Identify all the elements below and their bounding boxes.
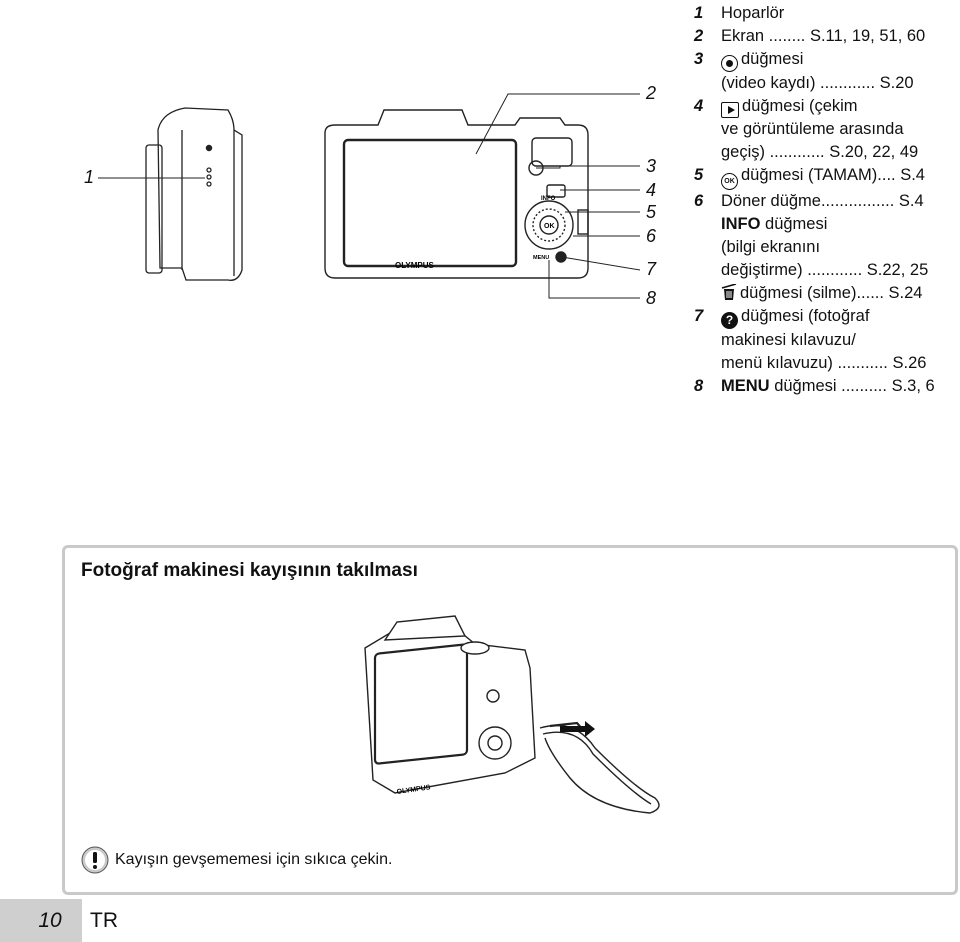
page-number: 10 [0,899,82,942]
warning-note: Kayışın gevşememesi için sıkıca çekin. [81,846,392,874]
part-item-info-line-3: değiştirme) ............ S.22, 25 [721,261,929,279]
callout-6: 6 [646,226,657,246]
playback-icon [721,102,739,118]
strap-attachment-illustration: OLYMPUS [355,608,675,828]
part-item-8: 8 MENU düğmesi .......... S.3, 6 [694,377,935,395]
part-item-7: 7 ?düğmesi (fotoğraf [694,307,870,329]
callout-3: 3 [646,156,656,176]
help-icon: ? [721,312,738,329]
part-item-7-line-2: makinesi kılavuzu/ [721,331,856,349]
warning-text: Kayışın gevşememesi için sıkıca çekin. [115,851,393,868]
callout-4: 4 [646,180,656,200]
part-item-trash: düğmesi (silme)...... S.24 [690,282,960,305]
part-item-3: 3 düğmesi [690,48,960,72]
part-item-4: 4 düğmesi (çekim [690,95,960,118]
ok-button-label: OK [544,223,555,230]
camera-parts-diagram: OLYMPUS INFO OK MENU 1 2 3 4 5 6 7 8 [0,0,690,330]
page-footer: 10 TR [0,899,118,942]
part-item-info-line-2: (bilgi ekranını [721,238,821,256]
part-item-7-line-3: menü kılavuzu) ........... S.26 [721,354,927,372]
part-item-4-line-3: geçiş) ............ S.20, 22, 49 [721,143,919,161]
part-item-6: 6 Döner düğme................ S.4 [694,192,924,210]
callout-7: 7 [646,259,657,279]
part-item-info: INFO düğmesi [721,215,828,233]
trash-icon [721,284,737,301]
callout-2: 2 [645,83,656,103]
part-item-2: 2 Ekran ........ S.11, 19, 51, 60 [694,27,926,45]
ok-icon: OK [721,173,738,190]
movie-record-icon [721,55,738,72]
language-code: TR [90,908,118,932]
strap-attachment-section: Fotoğraf makinesi kayışının takılması OL… [62,545,958,895]
illustration-brand-label: OLYMPUS [396,784,431,796]
callout-1: 1 [84,167,94,187]
warning-icon [81,846,109,874]
info-button-label: INFO [541,196,556,202]
part-item-1: 1 Hoparlör [694,4,785,22]
part-item-4-line-2: ve görüntüleme arasında [721,120,904,138]
camera-brand-label: OLYMPUS [395,261,434,270]
menu-button-label: MENU [533,255,549,261]
section-title: Fotoğraf makinesi kayışının takılması [81,560,418,581]
part-item-3-line-2: (video kaydı) ............ S.20 [721,74,914,92]
callout-5: 5 [646,202,657,222]
camera-back-view [324,109,589,279]
callout-8: 8 [646,288,656,308]
camera-side-view [145,107,243,281]
leader-lines [475,93,641,299]
parts-list: 1 Hoparlör 2 Ekran ........ S.11, 19, 51… [690,2,960,398]
